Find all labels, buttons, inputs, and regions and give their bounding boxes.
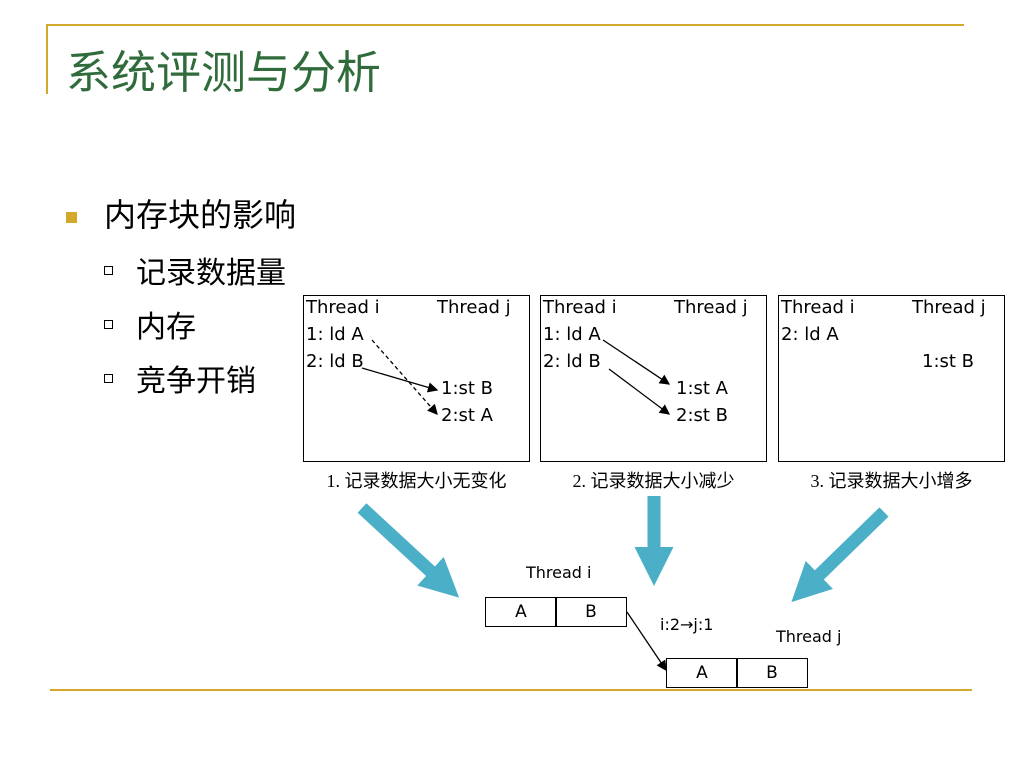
hollow-square-bullet-icon xyxy=(104,320,113,329)
panel-caption-1: 1. 记录数据大小无变化 xyxy=(326,471,507,491)
edge-label: i:2→j:1 xyxy=(660,615,714,634)
thread-j-header: Thread j xyxy=(437,297,511,318)
thread-i-label: Thread i xyxy=(526,563,592,582)
sub-item: 记录数据量 xyxy=(136,256,286,291)
bottom-rule xyxy=(50,689,972,691)
slide-title: 系统评测与分析 xyxy=(66,46,382,99)
arrow-from-panel-3 xyxy=(791,507,889,603)
sub-item: 竞争开销 xyxy=(136,364,256,399)
dependency-arrows xyxy=(361,339,439,415)
thread-i-header: Thread i xyxy=(306,297,380,318)
store-line: 1:st B xyxy=(441,378,494,399)
memory-cell-b: B xyxy=(555,597,627,627)
load-line: 2: ld A xyxy=(781,324,839,345)
thread-j-label: Thread j xyxy=(776,627,842,646)
panel-caption-2: 2. 记录数据大小减少 xyxy=(572,471,735,491)
thread-j-header: Thread j xyxy=(674,297,748,318)
hollow-square-bullet-icon xyxy=(104,374,113,383)
panel-caption-3: 3. 记录数据大小增多 xyxy=(810,471,973,491)
thread-i-header: Thread i xyxy=(543,297,617,318)
store-line: 1:st B xyxy=(922,351,975,372)
arrow-from-panel-1 xyxy=(357,503,460,598)
load-line: 1: ld A xyxy=(543,324,601,345)
dependency-arrows xyxy=(602,339,671,415)
scenario-panel-2: Thread i Thread j 1: ld A 2: ld B 1:st A… xyxy=(540,295,767,462)
scenario-panel-1: Thread i Thread j 1: ld A 2: ld B 1:st B… xyxy=(303,295,530,462)
sub-item: 内存 xyxy=(136,310,196,345)
load-line: 2: ld B xyxy=(543,351,601,372)
square-bullet-icon xyxy=(66,212,77,223)
hollow-square-bullet-icon xyxy=(104,266,113,275)
load-line: 2: ld B xyxy=(306,351,364,372)
load-line: 1: ld A xyxy=(306,324,364,345)
store-line: 1:st A xyxy=(676,378,728,399)
store-line: 2:st A xyxy=(441,405,493,426)
left-rule xyxy=(46,24,48,94)
memory-cell-a: A xyxy=(485,597,557,627)
store-line: 2:st B xyxy=(676,405,729,426)
top-rule xyxy=(46,24,964,26)
thread-i-header: Thread i xyxy=(781,297,855,318)
scenario-panel-3: Thread i Thread j 2: ld A 1:st B xyxy=(778,295,1005,462)
memory-cell-b: B xyxy=(736,658,808,688)
bullet-text: 内存块的影响 xyxy=(104,196,297,234)
memory-cell-a: A xyxy=(666,658,738,688)
thread-j-header: Thread j xyxy=(912,297,986,318)
